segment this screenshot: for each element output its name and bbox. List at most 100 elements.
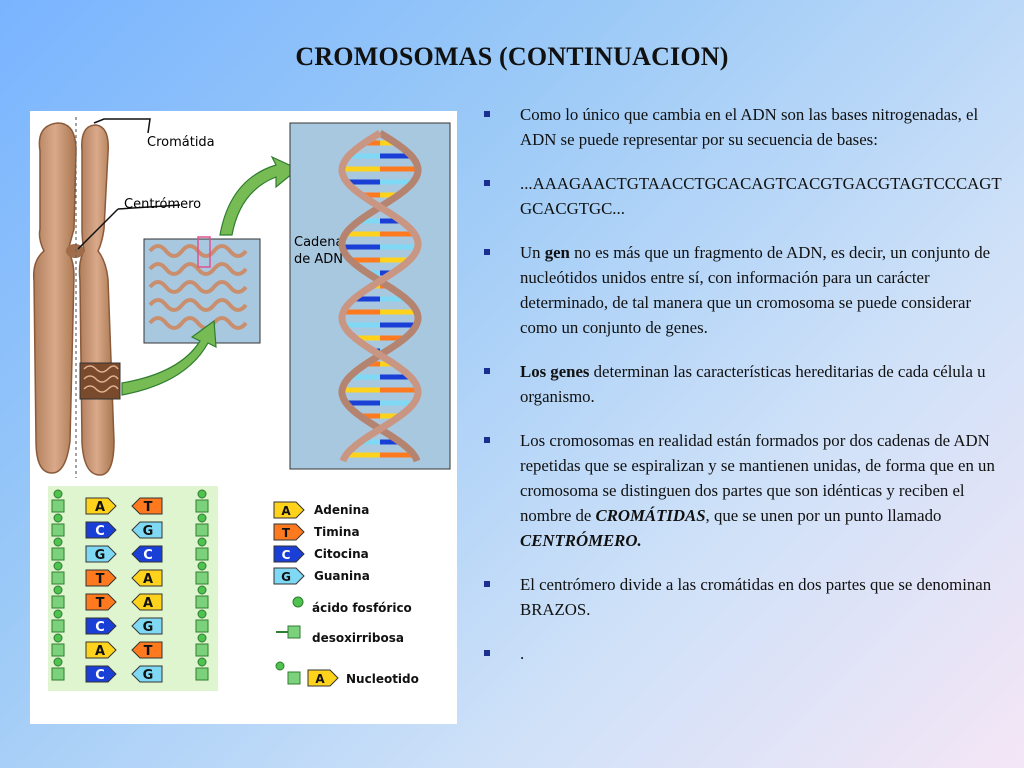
dna-base-rung bbox=[380, 413, 400, 419]
bullet-marker bbox=[484, 650, 490, 656]
deoxyribose-icon bbox=[195, 619, 209, 633]
dna-base-rung bbox=[342, 244, 380, 250]
dna-base-rung bbox=[380, 192, 399, 198]
dna-chain-label-line1: Cadena bbox=[294, 235, 344, 250]
dna-base-rung bbox=[358, 218, 380, 224]
bullet-text: . bbox=[520, 644, 525, 663]
bullet-text: Como lo único que cambia en el ADN son l… bbox=[520, 105, 979, 149]
dna-base-rung bbox=[380, 218, 402, 224]
base-right-letter: G bbox=[143, 668, 154, 683]
base-left-letter: A bbox=[95, 644, 105, 659]
legend-nucleotide: Nucleotido bbox=[346, 672, 419, 686]
base-right-shape bbox=[131, 665, 163, 683]
phosphate-icon bbox=[53, 537, 63, 547]
dna-base-rung bbox=[380, 361, 395, 367]
legend-base-swatch bbox=[273, 567, 305, 585]
base-right-letter: A bbox=[143, 596, 153, 611]
legend-base-label: Guanina bbox=[314, 569, 370, 583]
dna-base-rung bbox=[345, 231, 380, 237]
deoxyribose-icon bbox=[51, 547, 65, 561]
base-left-shape bbox=[85, 665, 117, 683]
deoxyribose-icon bbox=[51, 619, 65, 633]
dna-base-rung bbox=[346, 452, 380, 458]
nucleotide-phosphate-icon bbox=[275, 661, 285, 671]
phosphate-icon bbox=[197, 537, 207, 547]
chromosome-illustration: Cromátida Centrómero Cadena de ADN bbox=[30, 111, 457, 481]
bullet-marker bbox=[484, 249, 490, 255]
base-right-letter: G bbox=[143, 524, 154, 539]
deoxyribose-icon bbox=[195, 595, 209, 609]
deoxyribose-icon bbox=[195, 643, 209, 657]
dna-base-rung bbox=[343, 309, 380, 315]
bullet-marker bbox=[484, 111, 490, 117]
term-gen: gen bbox=[544, 243, 570, 262]
base-left-shape bbox=[85, 569, 117, 587]
deoxyribose-icon bbox=[287, 625, 301, 639]
base-right-letter: T bbox=[144, 644, 153, 659]
bullet-item: ...AAAGAACTGTAACCTGCACAGTCACGTGACGTAGTCC… bbox=[482, 171, 1004, 221]
phosphate-icon bbox=[53, 585, 63, 595]
deoxyribose-icon bbox=[51, 667, 65, 681]
deoxyribose-icon bbox=[51, 523, 65, 537]
bullet-marker bbox=[484, 581, 490, 587]
legend-deoxyribose: desoxirribosa bbox=[312, 631, 404, 645]
term-los-genes: Los genes bbox=[520, 362, 590, 381]
dna-base-rung bbox=[380, 153, 412, 159]
chromatid-label: Cromátida bbox=[147, 135, 215, 150]
dna-base-rung bbox=[365, 361, 380, 367]
dna-base-rung bbox=[380, 452, 414, 458]
phosphate-icon bbox=[53, 609, 63, 619]
nucleotide-base-icon bbox=[307, 669, 339, 687]
bullet-marker bbox=[484, 368, 490, 374]
base-left-letter: G bbox=[95, 548, 106, 563]
chromosome-shape bbox=[32, 117, 121, 479]
phosphoric-acid-icon bbox=[292, 596, 304, 608]
deoxyribose-icon bbox=[195, 523, 209, 537]
dna-chain-label-line2: de ADN bbox=[294, 252, 343, 267]
legend-base-label: Timina bbox=[314, 525, 360, 539]
base-right-shape bbox=[131, 593, 163, 611]
phosphate-icon bbox=[197, 585, 207, 595]
bullet-marker bbox=[484, 180, 490, 186]
dna-base-rung bbox=[346, 400, 380, 406]
dna-base-rung bbox=[380, 257, 410, 263]
base-left-letter: T bbox=[96, 596, 105, 611]
phosphate-icon bbox=[53, 513, 63, 523]
dna-base-rung bbox=[380, 179, 414, 185]
legend-base-letter: T bbox=[282, 526, 291, 540]
term-centromero: CENTRÓMERO. bbox=[520, 531, 642, 550]
base-right-shape bbox=[131, 569, 163, 587]
base-left-shape bbox=[85, 497, 117, 515]
dna-base-rung bbox=[380, 244, 418, 250]
dna-base-rung bbox=[380, 140, 396, 146]
phosphate-icon bbox=[197, 513, 207, 523]
dna-base-rung bbox=[348, 153, 380, 159]
legend-base-label: Adenina bbox=[314, 503, 369, 517]
phosphate-icon bbox=[197, 561, 207, 571]
phosphate-icon bbox=[197, 489, 207, 499]
dna-base-rung bbox=[343, 322, 380, 328]
dna-base-rung bbox=[380, 309, 417, 315]
bullet-item: Los cromosomas en realidad están formado… bbox=[482, 428, 1004, 553]
dna-base-rung bbox=[342, 166, 380, 172]
legend-base-swatch bbox=[273, 523, 305, 541]
dna-base-rung bbox=[380, 166, 418, 172]
base-right-shape bbox=[131, 641, 163, 659]
legend-base-letter: C bbox=[282, 548, 291, 562]
phosphate-icon bbox=[53, 489, 63, 499]
centromere-label: Centrómero bbox=[124, 197, 201, 212]
dna-base-rung bbox=[380, 400, 414, 406]
nucleotide-base-letter: A bbox=[315, 672, 325, 686]
base-left-letter: C bbox=[95, 524, 105, 539]
dna-base-rung bbox=[364, 140, 380, 146]
phosphate-icon bbox=[53, 633, 63, 643]
bullet-item: Como lo único que cambia en el ADN son l… bbox=[482, 102, 1004, 152]
dna-double-helix bbox=[338, 130, 422, 463]
phosphate-icon bbox=[53, 561, 63, 571]
dna-base-rung bbox=[354, 335, 380, 341]
dna-base-rung bbox=[380, 374, 411, 380]
legend-base-swatch bbox=[273, 545, 305, 563]
